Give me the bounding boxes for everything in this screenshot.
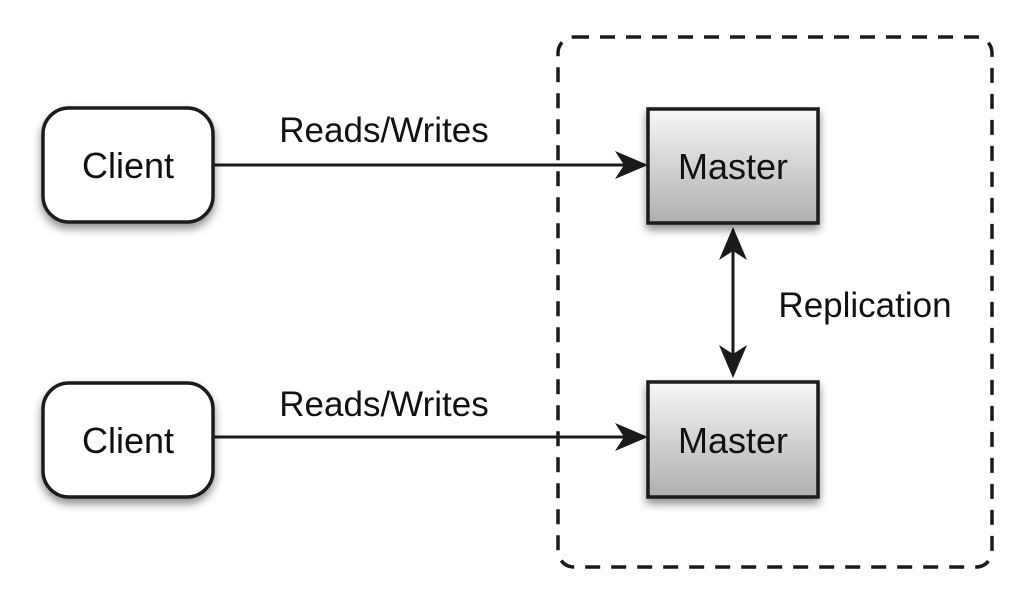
client-top-label: Client [82, 145, 174, 186]
replication-label: Replication [778, 286, 951, 325]
master-top-label: Master [678, 146, 788, 187]
arrowhead-right-icon [615, 423, 648, 451]
client-bottom-label: Client [82, 420, 174, 461]
reads-writes-label-top: Reads/Writes [279, 111, 488, 150]
reads-writes-arrow-top [213, 151, 648, 179]
reads-writes-arrow-bottom [213, 423, 648, 451]
master-box [646, 380, 820, 499]
master-node-bottom: Master [646, 380, 820, 499]
arrowhead-right-icon [615, 151, 648, 179]
client-box [41, 381, 215, 499]
client-node-top: Client [41, 106, 215, 224]
arrowhead-down-icon [719, 345, 747, 378]
replication-cluster-boundary [556, 35, 994, 569]
arrowhead-up-icon [719, 227, 747, 260]
master-bottom-label: Master [678, 420, 788, 461]
replication-arrow [719, 227, 747, 378]
reads-writes-label-bottom: Reads/Writes [279, 385, 488, 424]
client-box [41, 106, 215, 224]
client-node-bottom: Client [41, 381, 215, 499]
master-node-top: Master [646, 107, 820, 225]
master-box [646, 107, 820, 225]
